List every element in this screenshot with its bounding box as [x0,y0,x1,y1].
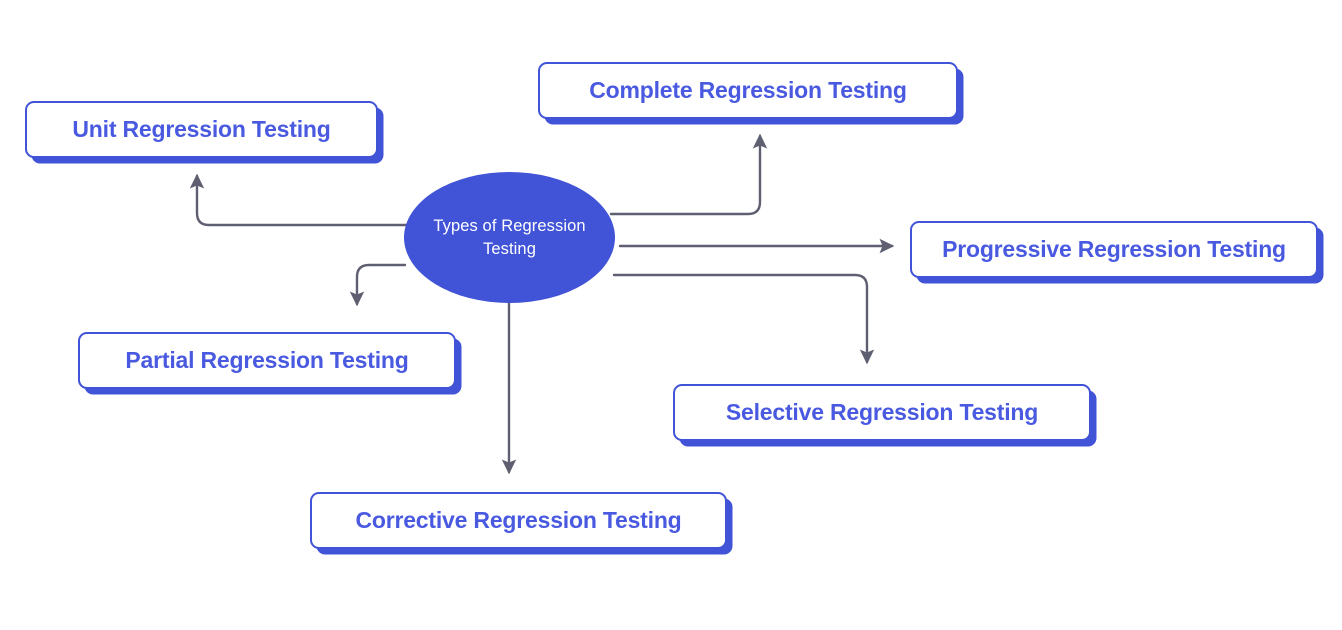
node-label-corrective: Corrective Regression Testing [355,507,682,533]
hub-label: Types of Regression Testing [433,217,586,258]
node-complete-regression-testing[interactable]: Complete Regression Testing [538,62,958,119]
node-label-selective: Selective Regression Testing [725,399,1039,425]
connector-to-unit [189,173,410,227]
node-label-unit: Unit Regression Testing [72,116,331,142]
node-label-complete: Complete Regression Testing [589,77,907,103]
node-progressive-regression-testing[interactable]: Progressive Regression Testing [910,221,1318,278]
connector-to-partial [349,263,407,307]
node-partial-regression-testing[interactable]: Partial Regression Testing [78,332,456,389]
connector-to-complete [609,133,768,216]
hub-node-types-of-regression-testing[interactable]: Types of Regression Testing [404,172,615,303]
node-label-partial: Partial Regression Testing [125,347,409,373]
connector-to-selective [612,273,875,365]
node-unit-regression-testing[interactable]: Unit Regression Testing [25,101,378,158]
node-corrective-regression-testing[interactable]: Corrective Regression Testing [310,492,727,549]
node-label-progressive: Progressive Regression Testing [942,236,1286,262]
node-selective-regression-testing[interactable]: Selective Regression Testing [673,384,1091,441]
